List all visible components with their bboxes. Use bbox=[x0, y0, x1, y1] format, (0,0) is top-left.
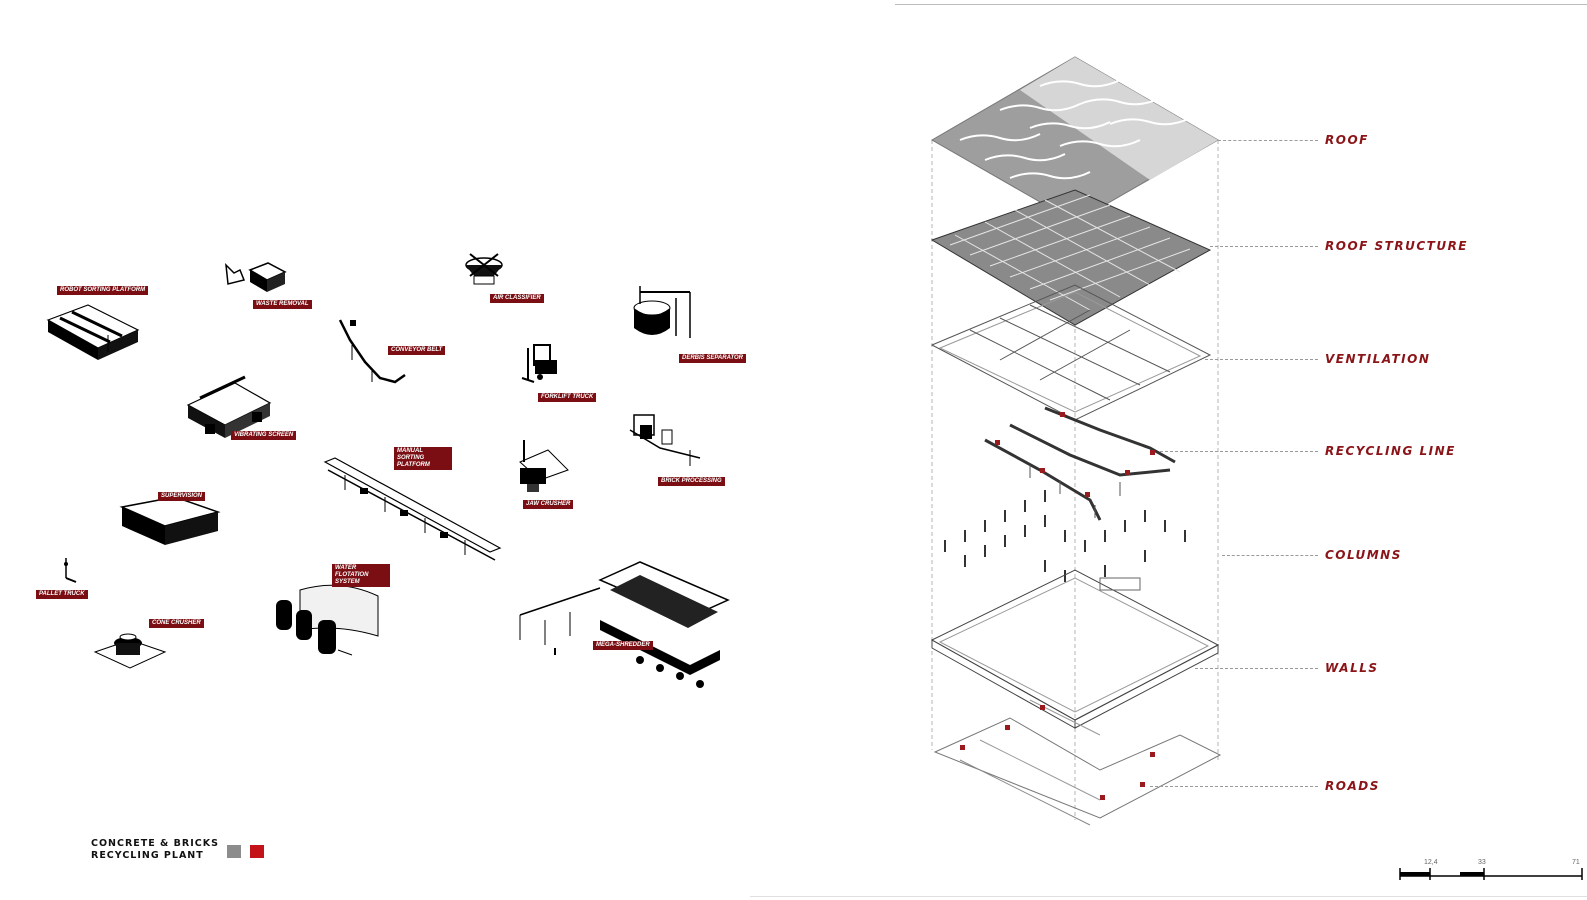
mega-shredder-drawing bbox=[519, 561, 730, 688]
walls-leader bbox=[1195, 668, 1318, 669]
legend-title-line2: RECYCLING PLANT bbox=[91, 850, 204, 861]
top-divider-line bbox=[895, 4, 1587, 5]
layer-label-columns: COLUMNS bbox=[1325, 548, 1402, 562]
forklift-truck-label: FORKLIFT TRUCK bbox=[538, 393, 597, 402]
columns-layer bbox=[944, 490, 1186, 582]
pallet-truck-label: PALLET TRUCK bbox=[36, 590, 88, 599]
forklift-truck-drawing bbox=[521, 344, 557, 383]
mega-shredder-label: MEGA-SHREDDER bbox=[593, 641, 653, 650]
jaw-crusher-drawing bbox=[519, 440, 569, 492]
scale-tick-1: 12,4 bbox=[1424, 859, 1438, 866]
robot-sorting-platform-drawing bbox=[46, 304, 140, 360]
supervision-label: SUPERVISION bbox=[158, 492, 206, 501]
ventilation-leader bbox=[1205, 359, 1318, 360]
recycling-line-leader bbox=[1160, 451, 1318, 452]
vibrating-screen-drawing bbox=[186, 375, 272, 438]
robot-sorting-platform-label: ROBOT SORTING PLATFORM bbox=[57, 286, 149, 295]
ventilation-layer bbox=[930, 284, 1212, 421]
vibrating-screen-label: VIBRATING SCREEN bbox=[231, 431, 297, 440]
legend-swatch-red bbox=[250, 845, 264, 858]
air-classifier-label: AIR CLASSIFIER bbox=[490, 294, 544, 303]
layer-label-walls: WALLS bbox=[1325, 661, 1379, 675]
jaw-crusher-label: JAW CRUSHER bbox=[523, 500, 574, 509]
water-flotation-system-label: WATER FLOTATION SYSTEM bbox=[332, 564, 390, 587]
water-flotation-system-drawing bbox=[276, 584, 379, 656]
derbis-separator-label: DERBIS SEPARATOR bbox=[679, 354, 747, 363]
conveyor-belt-drawing bbox=[338, 319, 406, 384]
brick-processing-drawing bbox=[629, 414, 701, 466]
layer-label-roof: ROOF bbox=[1325, 133, 1369, 147]
legend-swatch-grey bbox=[227, 845, 241, 858]
waste-removal-label: WASTE REMOVAL bbox=[253, 300, 312, 309]
cone-crusher-label: CONE CRUSHER bbox=[149, 619, 204, 628]
columns-leader bbox=[1222, 555, 1318, 556]
scale-tick-2: 33 bbox=[1478, 859, 1486, 866]
derbis-separator-drawing bbox=[633, 286, 691, 338]
equipment-drawings bbox=[46, 253, 730, 688]
roof-layer bbox=[930, 56, 1220, 223]
cone-crusher-drawing bbox=[93, 633, 167, 669]
air-classifier-drawing bbox=[465, 253, 503, 285]
bottom-divider-line bbox=[750, 896, 1587, 897]
pallet-truck-drawing bbox=[64, 558, 77, 583]
manual-sorting-platform-label: MANUAL SORTING PLATFORM bbox=[394, 447, 452, 470]
roof-structure-layer bbox=[930, 189, 1212, 326]
layer-label-recycling-line: RECYCLING LINE bbox=[1325, 444, 1456, 458]
legend-title: CONCRETE & BRICKS RECYCLING PLANT bbox=[91, 838, 219, 862]
scale-tick-3: 71 bbox=[1572, 859, 1580, 866]
waste-removal-drawing bbox=[225, 262, 287, 292]
legend-title-line1: CONCRETE & BRICKS bbox=[91, 838, 219, 849]
walls-layer bbox=[930, 569, 1220, 729]
layer-label-roof-structure: ROOF STRUCTURE bbox=[1325, 239, 1469, 253]
supervision-drawing bbox=[119, 496, 221, 545]
layer-label-ventilation: VENTILATION bbox=[1325, 352, 1431, 366]
conveyor-belt-label: CONVEYOR BELT bbox=[388, 346, 446, 355]
roof-structure-leader bbox=[1210, 246, 1318, 247]
roads-layer bbox=[933, 699, 1222, 826]
roads-leader bbox=[1150, 786, 1318, 787]
manual-sorting-platform-drawing bbox=[323, 457, 502, 561]
brick-processing-label: BRICK PROCESSING bbox=[658, 477, 725, 486]
recycling-line-layer bbox=[984, 406, 1176, 521]
layer-label-roads: ROADS bbox=[1325, 779, 1380, 793]
roof-leader bbox=[1218, 140, 1318, 141]
